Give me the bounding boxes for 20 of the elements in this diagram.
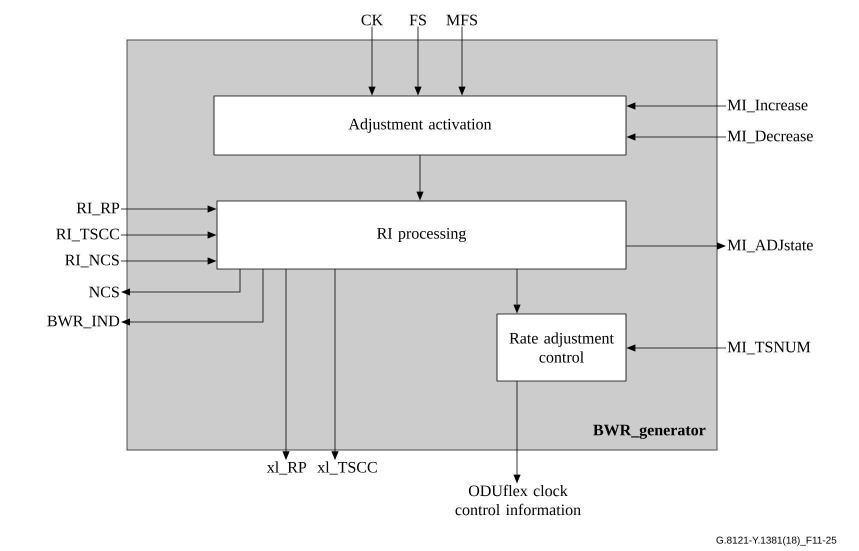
signal-label: ODUflex clock control information <box>456 484 581 516</box>
signal-label: BWR_IND <box>47 316 120 328</box>
signal-label: MI_Decrease <box>728 130 813 144</box>
signal-label: xl_RP <box>266 461 306 475</box>
block-box: Rate adjustment control <box>496 314 626 382</box>
signal-label: FS <box>410 14 426 26</box>
signal-label: xl_TSCC <box>317 461 377 475</box>
block-box: RI processing <box>216 200 626 270</box>
signal-label: MI_ADJstate <box>728 240 813 252</box>
signal-label: CK <box>362 14 383 26</box>
signal-label: MI_Increase <box>728 100 808 112</box>
signal-label: RI_NCS <box>65 254 119 268</box>
signal-label: RI_RP <box>76 202 120 216</box>
signal-label: MI_TSNUM <box>728 342 810 354</box>
block-box: Adjustment activation <box>214 96 626 156</box>
frame-heading: BWR_generator <box>593 424 706 439</box>
figure-id: G.8121-Y.1381(18)_F11-25 <box>716 536 836 546</box>
signal-label: NCS <box>89 286 119 298</box>
signal-label: RI_TSCC <box>56 228 119 242</box>
signal-label: MFS <box>446 14 478 26</box>
